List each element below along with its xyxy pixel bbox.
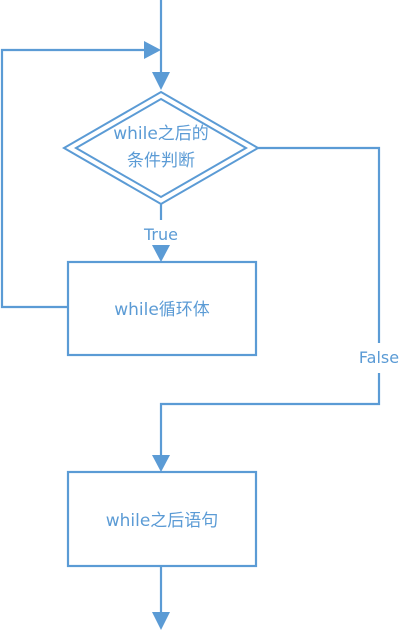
loop-back-arrowhead <box>144 41 161 59</box>
decision-diamond: while之后的 条件判断 <box>61 90 261 206</box>
loop-body-box: while循环体 <box>66 260 258 357</box>
false-connector-upper <box>258 146 381 343</box>
decision-text-line1: while之后的 <box>113 124 209 144</box>
decision-text-line2: 条件判断 <box>127 151 195 171</box>
loop-back-connector <box>0 48 146 309</box>
false-connector-lower <box>159 373 381 456</box>
loop-body-label: while循环体 <box>114 300 210 320</box>
true-arrowhead <box>152 245 170 262</box>
true-label: True <box>143 225 178 244</box>
false-label: False <box>359 348 399 367</box>
false-arrowhead <box>152 455 170 472</box>
after-statement-label: while之后语句 <box>106 511 219 531</box>
after-statement-box: while之后语句 <box>66 470 258 568</box>
entry-arrowhead <box>152 72 170 90</box>
exit-arrowhead <box>152 612 170 630</box>
